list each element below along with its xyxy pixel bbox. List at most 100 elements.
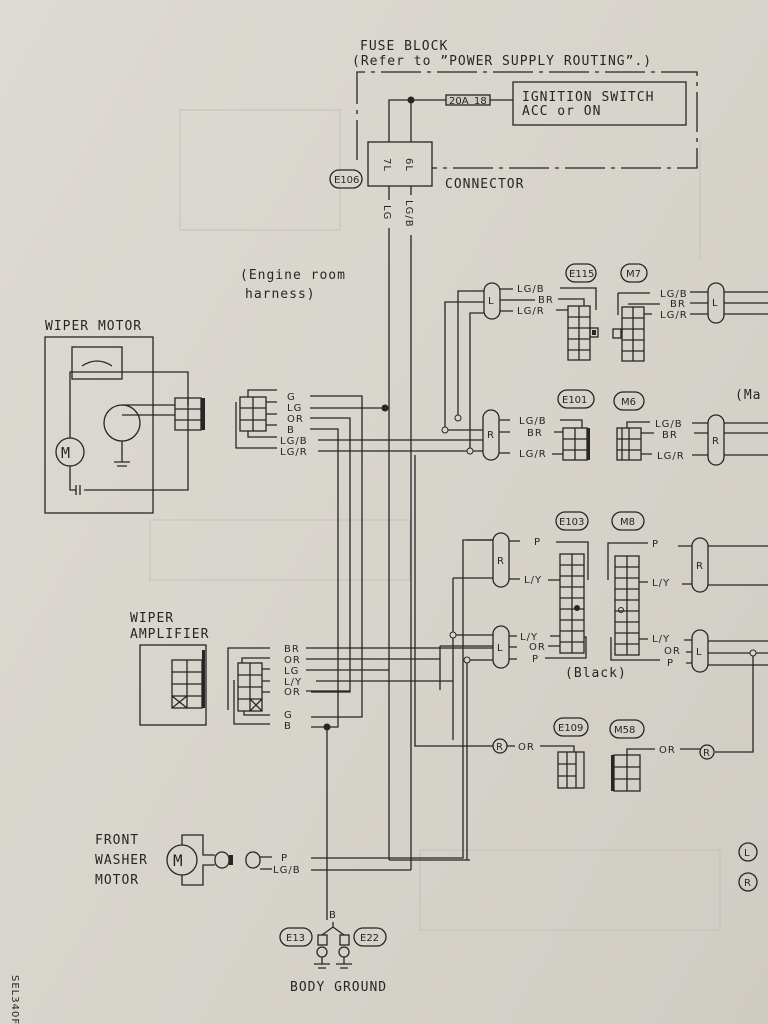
wire-label: P [532,654,539,665]
harness-note: (Engine room [240,268,346,283]
pin-6l: 6L [403,158,414,172]
wire-label: P [652,539,659,550]
svg-text:L: L [497,643,504,654]
park-switch-icon [71,346,123,380]
e103-grid [559,553,585,654]
wire-label-lgb: LG/B [273,865,301,876]
connector-e106 [367,141,433,187]
tag-m8: M8 [620,517,635,528]
tag-m58: M58 [614,725,635,736]
tag-e106 [329,169,363,189]
tag-e22: E22 [360,933,379,944]
wire-label-or: OR [284,687,301,698]
body-ground-label: BODY GROUND [290,980,387,995]
tag-e115: E115 [569,269,594,280]
wire-label: LG/R [517,306,545,317]
wire-label: LG/B [517,284,545,295]
tag-m6: M6 [621,397,636,408]
side-r-oval [482,409,500,461]
wiper-motor-harness-connector: G LG OR B LG/B LG/R [235,290,484,920]
wire-label-or: OR [287,414,304,425]
legend-l: L [744,848,751,859]
wire-label-g: G [287,392,296,403]
fuse-number: 18 [474,96,487,107]
wire-label: BR [527,428,543,439]
wire-label: OR [664,646,681,657]
legend: L R [738,842,758,892]
wire-label-g: G [284,710,293,721]
body-ground: B E13 E22 BODY GROUND [279,910,387,995]
wire-label-ly: L/Y [284,677,302,688]
connector-color-label: (Black) [565,666,627,681]
wiper-motor: WIPER MOTOR M [44,319,205,514]
wire-label-lg: LG [284,666,299,677]
tag-e101: E101 [562,395,587,406]
wire-label: L/Y [652,634,670,645]
wire-label-or: OR [284,655,301,666]
wire-label: BR [538,295,554,306]
tag-m7: M7 [626,269,641,280]
e109-grid [557,751,585,789]
fuse-block: FUSE BLOCK (Refer to ”POWER SUPPLY ROUTI… [329,39,698,228]
svg-text:L: L [712,298,719,309]
connector-e115-m7: L E115 LG/B BR LG/R M7 LG/B BR LG/R L [483,263,768,362]
pin-7l: 7L [381,158,392,172]
wire-label: BR [670,299,686,310]
tag-e109: E109 [558,723,583,734]
main-harness-label: (Ma [735,388,761,403]
connector-e109-m58: E109 M58 R OR OR R [414,455,715,792]
wire-label: L/Y [520,632,538,643]
wire-label: P [534,537,541,548]
wire-lgb-label: LG/B [403,200,414,228]
ignition-switch-mode: ACC or ON [522,104,601,119]
washer-motor-label-3: MOTOR [95,873,139,888]
wire-label-b: B [329,910,337,921]
wire-label: LG/R [519,449,547,460]
svg-text:L: L [488,296,495,307]
ignition-switch-box [512,81,687,126]
wire-label: L/Y [524,575,542,586]
bleed-through-marks [149,109,721,931]
svg-text:R: R [712,436,720,447]
wiper-amplifier-label: WIPER [130,611,174,626]
figure-code: SEL340F [9,975,20,1024]
wire-label-b: B [284,721,292,732]
wire-label-lgr: LG/R [280,447,308,458]
wiper-amplifier-label-2: AMPLIFIER [130,627,209,642]
tag-e13: E13 [286,933,305,944]
svg-text:M: M [61,444,70,462]
wiper-amplifier-harness-connector [227,647,270,725]
e115-grid [567,305,599,361]
legend-r: R [744,878,752,889]
ignition-switch-label: IGNITION SWITCH [522,90,654,105]
front-washer-motor: FRONT WASHER MOTOR M P LG/B [95,833,301,888]
e101-grid [562,427,590,461]
connector-label: CONNECTOR [445,177,524,192]
wire-label-b: B [287,425,295,436]
harness-wires [311,186,493,871]
connector-e103-m8: E103 M8 R P L/Y L L/Y OR P (Black) P L/Y… [439,511,768,860]
tag-e106-label: E106 [334,175,359,186]
wire-label: OR [518,742,535,753]
wire-label: LG/B [519,416,547,427]
washer-motor-label-2: WASHER [95,853,148,868]
wire-label-lgb: LG/B [280,436,308,447]
wire-label-lg: LG [287,403,302,414]
wire-lg-label: LG [381,205,392,220]
side-r-label: R [496,742,504,753]
fuse-rating: 20A [449,96,469,107]
washer-motor-label: FRONT [95,833,139,848]
side-r-label: R [703,748,711,759]
wire-label: OR [529,642,546,653]
svg-text:M: M [173,851,183,870]
wiper-motor-label: WIPER MOTOR [45,319,142,334]
wire-label: LG/B [660,289,688,300]
wire-label: P [667,658,674,669]
fuse-block-note: (Refer to ”POWER SUPPLY ROUTING”.) [352,54,652,69]
wire-label: OR [659,745,676,756]
wire-label: LG/B [655,419,683,430]
wire-label-br: BR [284,644,300,655]
harness-note-2: harness) [245,287,316,302]
